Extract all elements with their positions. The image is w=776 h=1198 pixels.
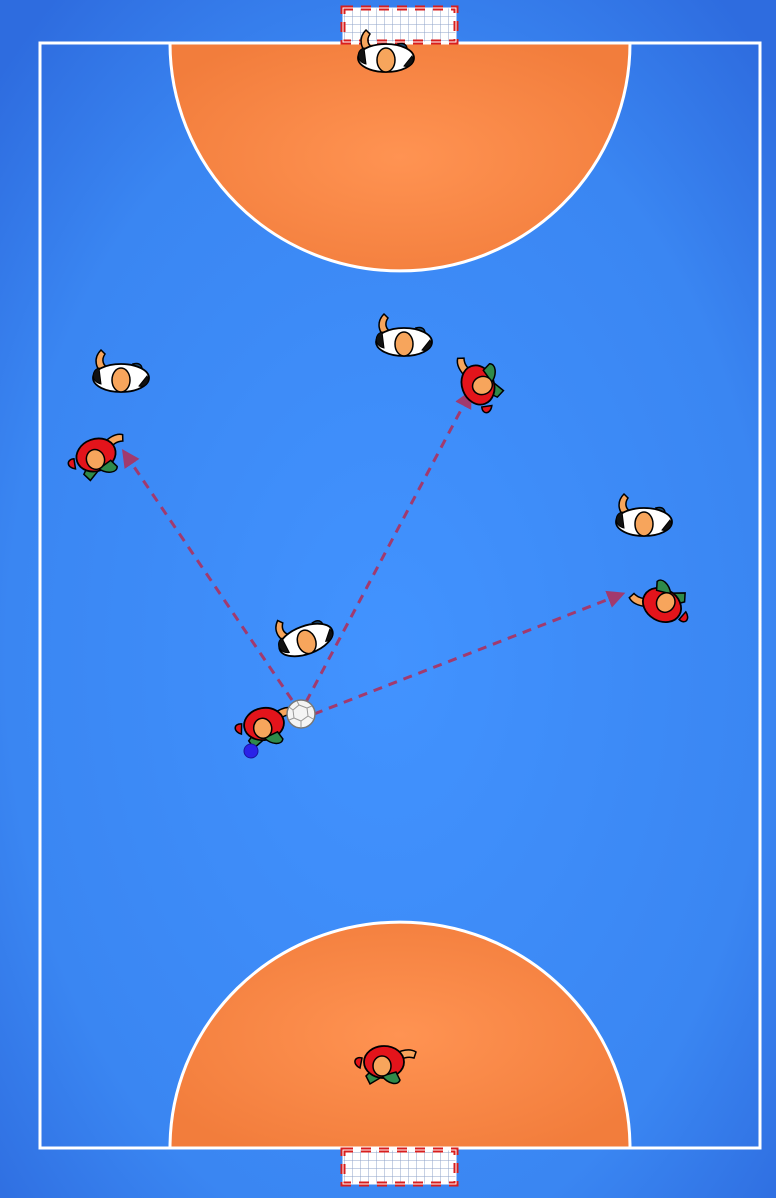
bottom-goal [343,1150,456,1184]
top-goal [343,8,456,42]
ball-carrier-marker-dot [244,744,258,758]
handball-icon [287,700,315,728]
